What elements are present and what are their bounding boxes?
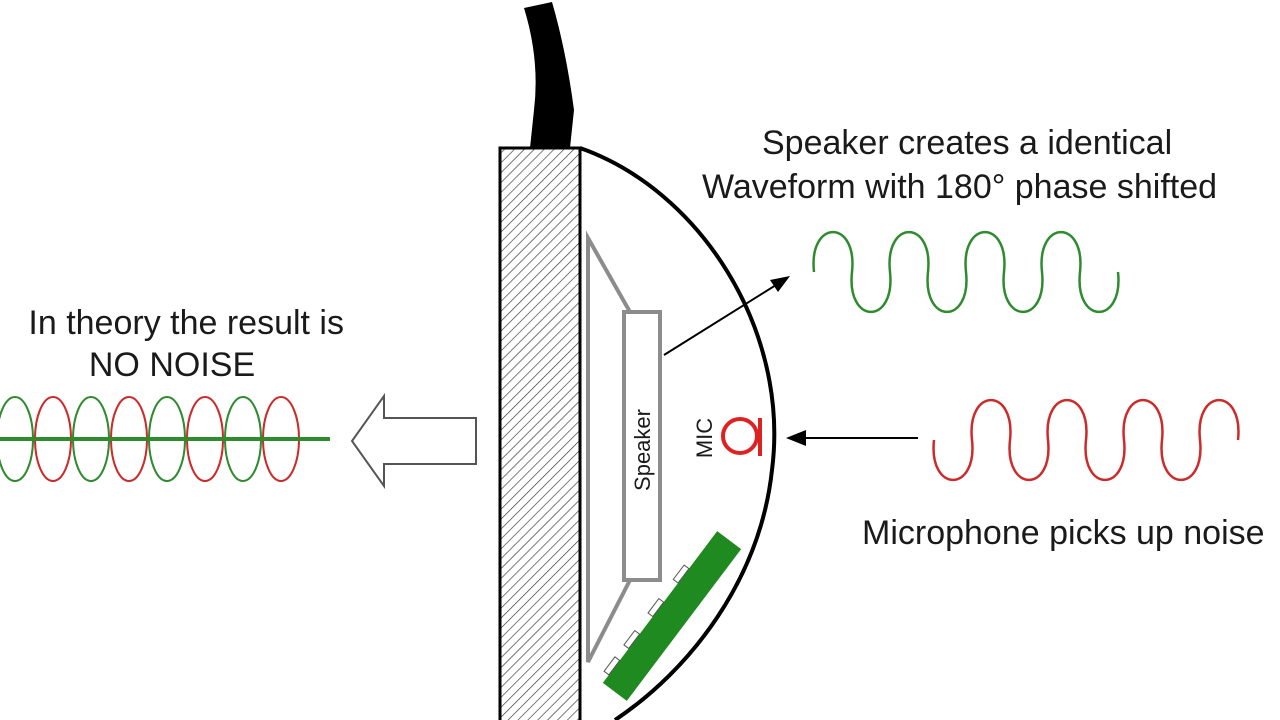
mic-label: MIC (692, 418, 717, 458)
speaker-label: Speaker (630, 409, 655, 491)
microphone-icon (721, 417, 759, 455)
speaker-caption-line2: Waveform with 180° phase shifted (702, 168, 1217, 206)
speaker-caption-line1: Speaker creates a identical (762, 124, 1172, 162)
speaker-output-arrowhead (770, 276, 790, 292)
theory-caption-line2: NO NOISE (89, 346, 255, 384)
anti-noise-wave (812, 231, 1120, 313)
noise-input-arrowhead (786, 430, 806, 446)
combined-anti-noise-wave (0, 396, 262, 482)
head-wall-hatched (498, 146, 582, 720)
noise-wave (932, 399, 1240, 481)
result-hollow-arrow (350, 392, 477, 490)
ear-cup-outline (579, 146, 777, 720)
theory-caption-line1: In theory the result is (28, 304, 344, 342)
speaker-output-arrow (663, 284, 777, 356)
headphone-cable (524, 2, 574, 148)
mic-caption: Microphone picks up noise (862, 514, 1265, 552)
combined-waves (0, 396, 330, 482)
combined-noise-wave (34, 396, 300, 482)
speaker-body (622, 310, 662, 582)
circuit-board (602, 531, 742, 701)
